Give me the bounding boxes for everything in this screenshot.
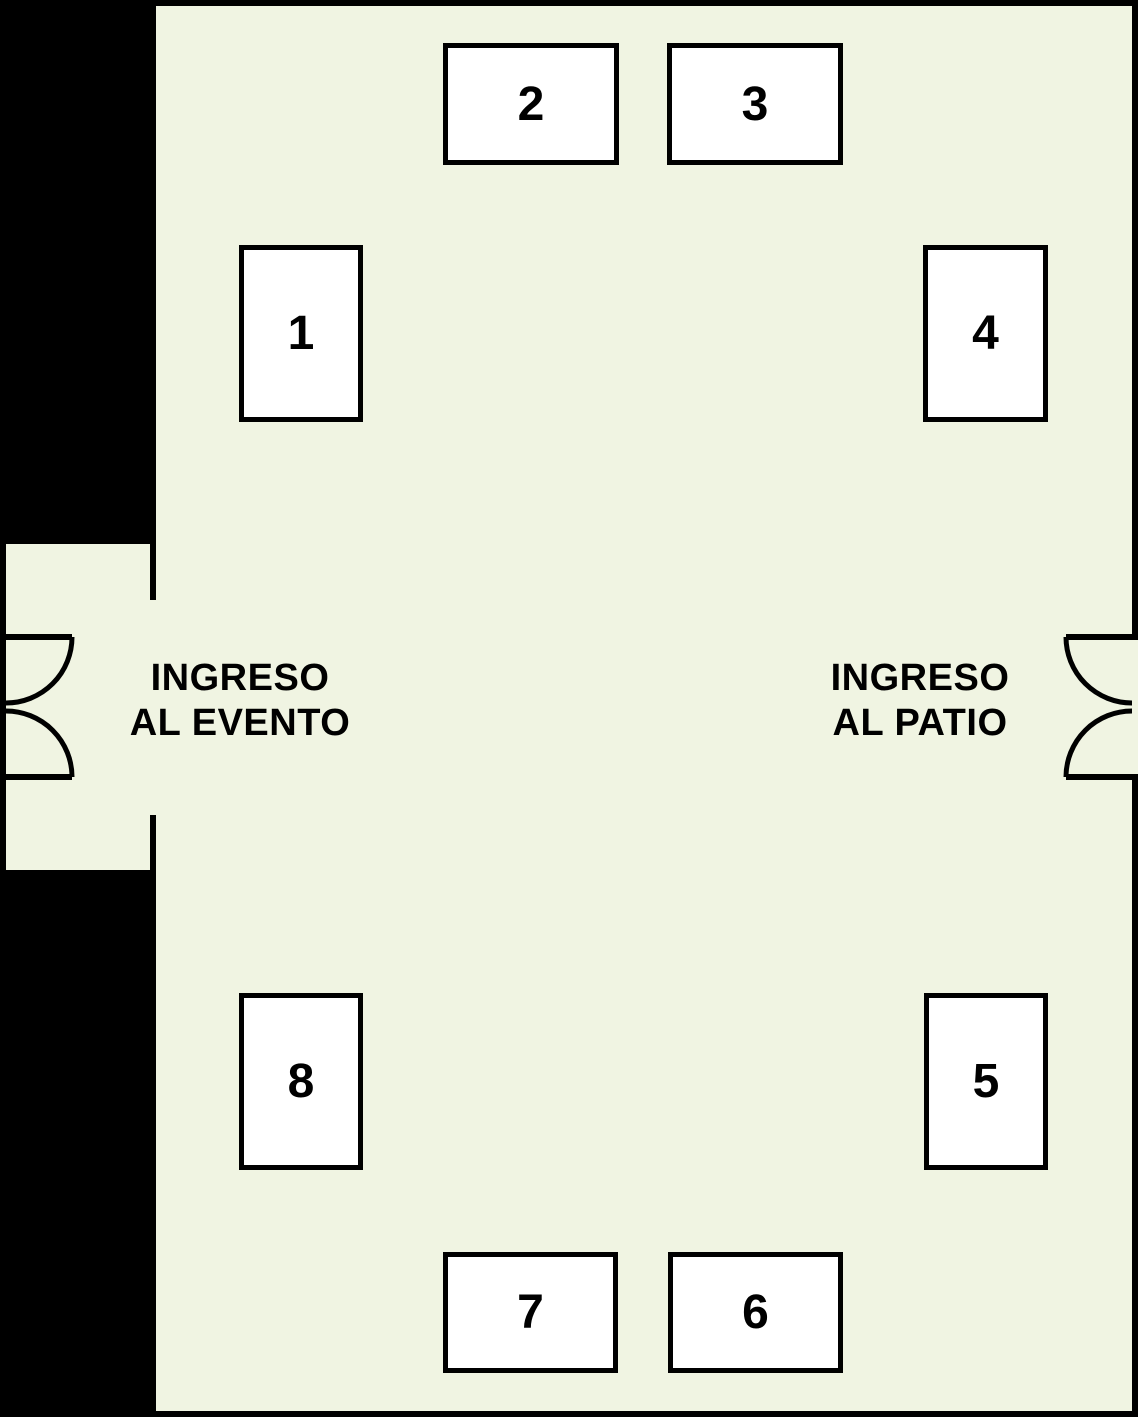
left-door-lower-leaf [0,774,72,780]
left-door-upper-leaf [0,634,72,640]
booth-5: 5 [924,993,1048,1170]
left-door-swing-icon [5,636,75,778]
vestibule-left-wall-upper [0,544,6,640]
vestibule-floor [6,544,150,870]
booth-6: 6 [668,1252,843,1373]
hall-right-wall-opening [1131,640,1138,774]
hall-left-wall-opening [150,600,156,815]
right-door-upper-leaf [1066,634,1138,640]
booth-7: 7 [443,1252,618,1373]
entrance-label-patio: INGRESO AL PATIO [770,655,1070,747]
entrance-patio-line2: AL PATIO [832,702,1008,744]
vestibule-bottom-wall [0,870,156,876]
booth-2: 2 [443,43,619,165]
booth-3: 3 [667,43,843,165]
booth-8: 8 [239,993,363,1170]
right-door-lower-leaf [1066,774,1138,780]
entrance-patio-line1: INGRESO [830,657,1010,699]
main-hall-floor [156,6,1132,1411]
vestibule-left-wall-lower [0,774,6,870]
vestibule-top-wall [0,538,156,544]
booth-4: 4 [923,245,1048,422]
entrance-evento-line1: INGRESO [150,657,330,699]
entrance-evento-line2: AL EVENTO [129,702,351,744]
right-door-swing-icon [1063,636,1133,778]
booth-1: 1 [239,245,363,422]
entrance-label-evento: INGRESO AL EVENTO [90,655,390,747]
